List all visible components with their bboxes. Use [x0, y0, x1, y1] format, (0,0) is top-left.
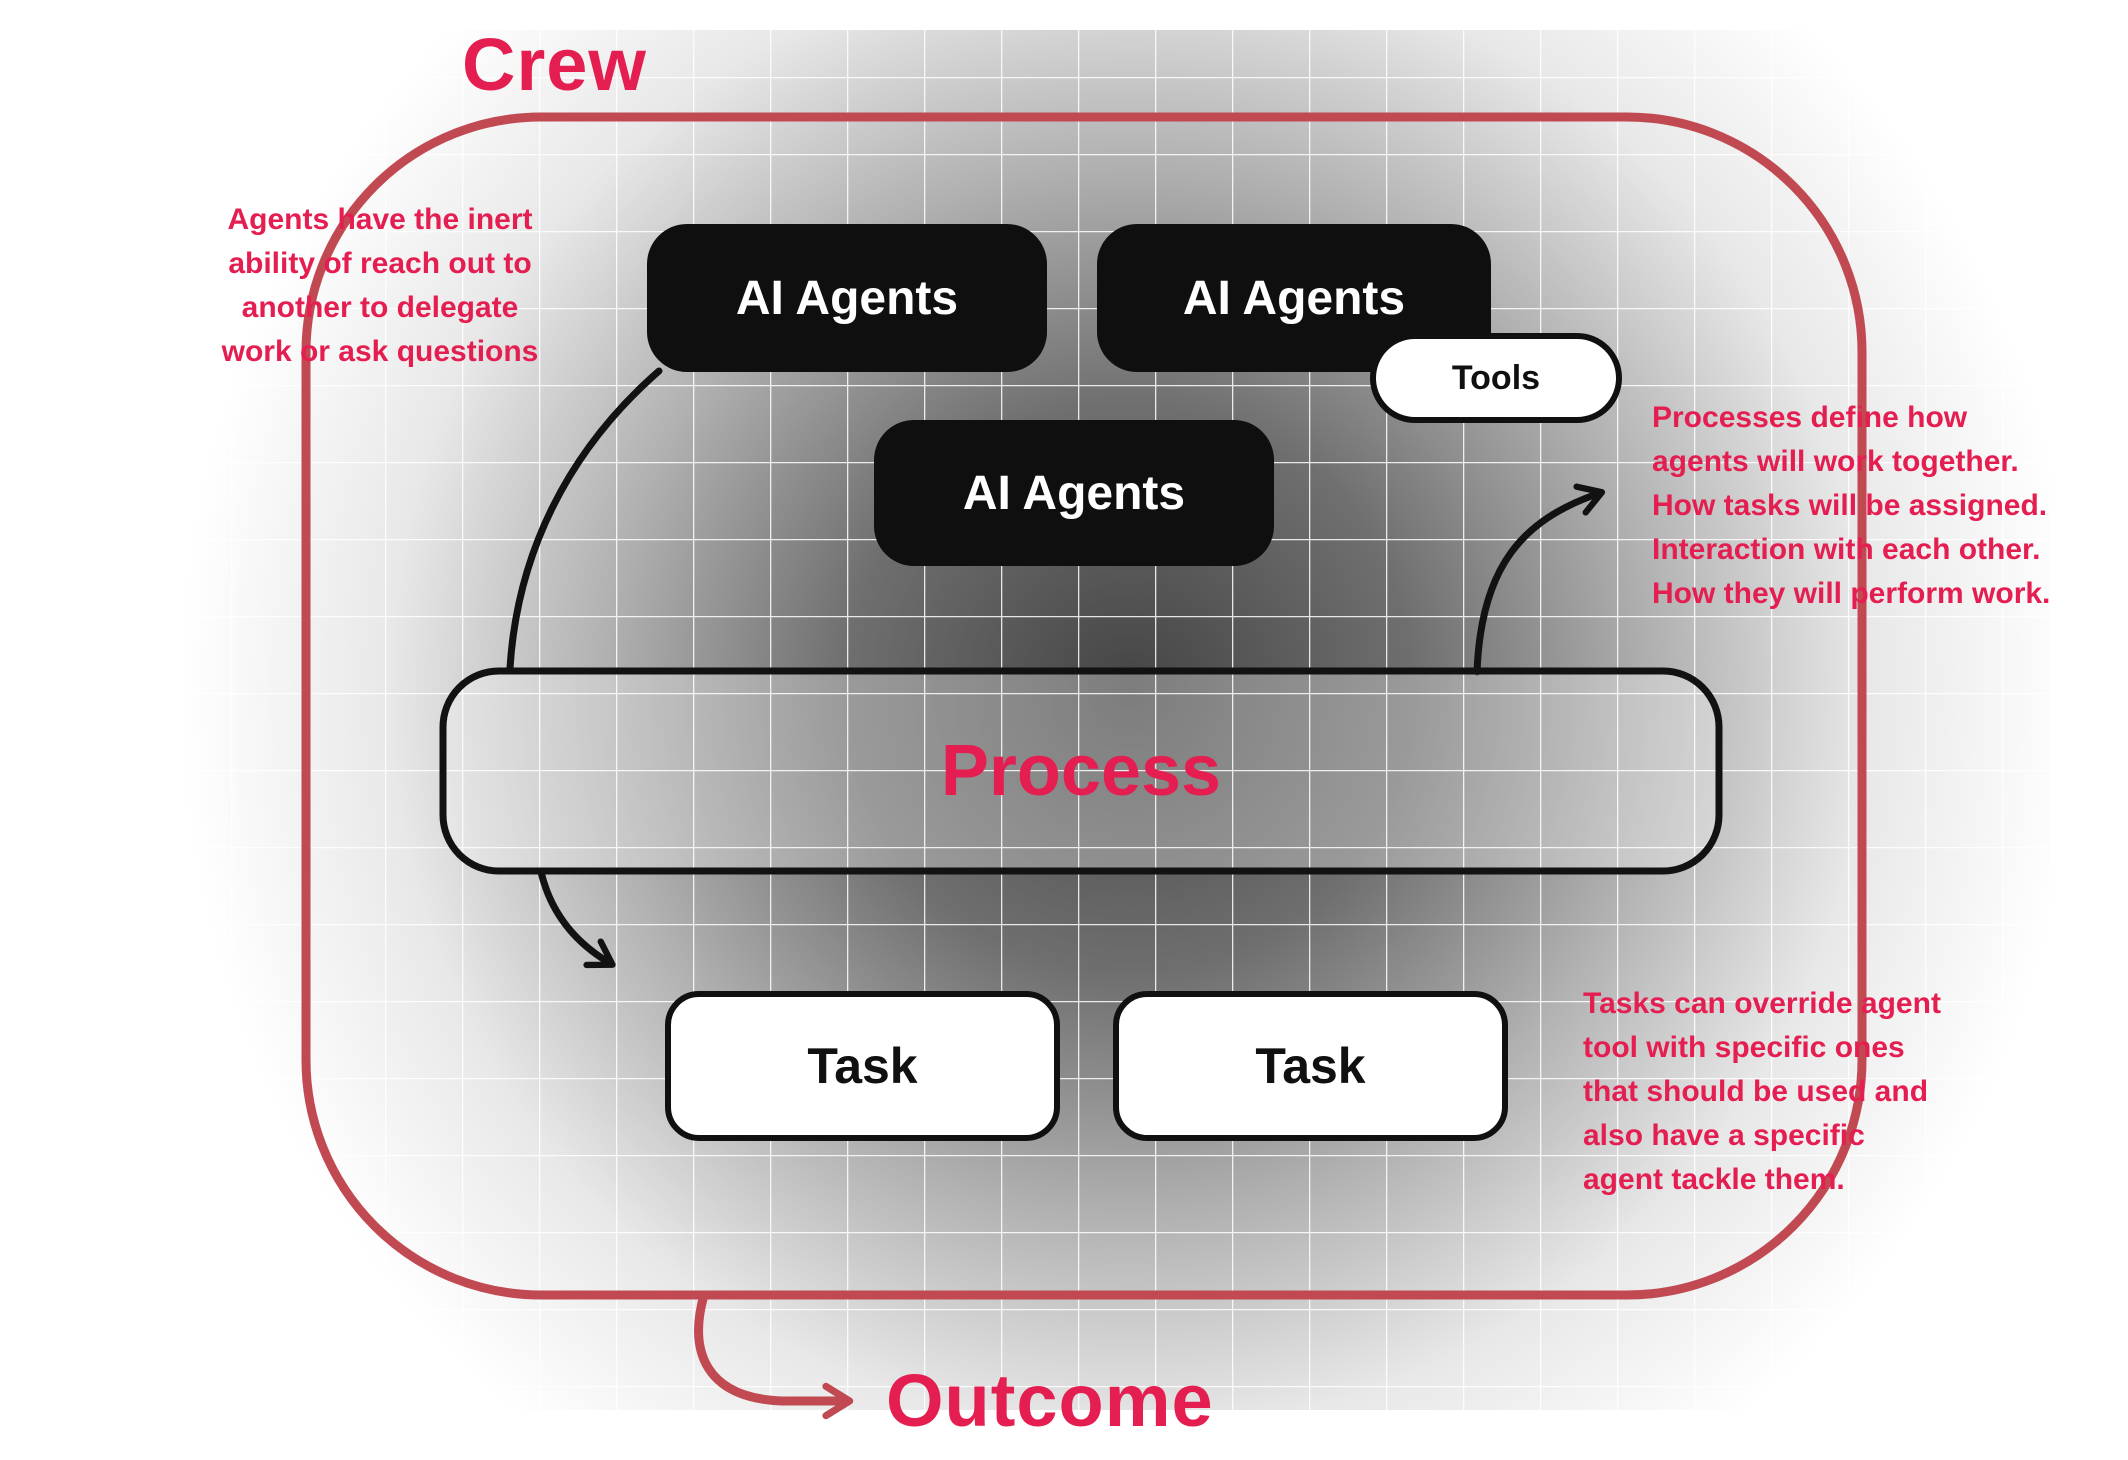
annotation-line: work or ask questions: [221, 335, 539, 368]
annotation-line: How they will perform work.: [1652, 577, 2051, 610]
annotation-line: Interaction with each other.: [1652, 533, 2041, 566]
process-box: [439, 667, 1723, 875]
crew-title: Crew: [462, 23, 647, 106]
process-label: Process: [940, 731, 1222, 811]
annotation-line: agent tackle them.: [1583, 1163, 1845, 1196]
task-box-2: Task: [1113, 991, 1508, 1141]
ai-agents-box-3: AI Agents: [874, 420, 1274, 566]
annotation-tasks: Tasks can override agent tool with speci…: [1583, 982, 1941, 1202]
annotation-line: tool with specific ones: [1583, 1031, 1905, 1064]
annotation-line: Agents have the inert: [227, 203, 533, 236]
delegation-arrow-lower: [537, 868, 616, 969]
annotation-line: also have a specific: [1583, 1119, 1865, 1152]
crew-border: [301, 112, 1867, 1300]
delegation-arrow-upper: [506, 367, 663, 672]
annotation-line: Tasks can override agent: [1583, 987, 1941, 1020]
annotation-line: Processes define how: [1652, 401, 1968, 434]
annotation-delegation: Agents have the inert ability of reach o…: [175, 198, 585, 374]
outcome-arrow: [694, 1290, 854, 1420]
process-flow-arrow: [1473, 483, 1606, 676]
outcome-label: Outcome: [886, 1359, 1214, 1442]
annotation-line: agents will work together.: [1652, 445, 2019, 478]
annotation-line: that should be used and: [1583, 1075, 1929, 1108]
task-box-1: Task: [665, 991, 1060, 1141]
annotation-line: ability of reach out to: [228, 247, 532, 280]
tools-box: Tools: [1370, 333, 1622, 423]
ai-agents-box-1: AI Agents: [647, 224, 1047, 372]
annotation-line: another to delegate: [241, 291, 519, 324]
annotation-processes: Processes define how agents will work to…: [1652, 396, 2050, 616]
annotation-line: How tasks will be assigned.: [1652, 489, 2048, 522]
